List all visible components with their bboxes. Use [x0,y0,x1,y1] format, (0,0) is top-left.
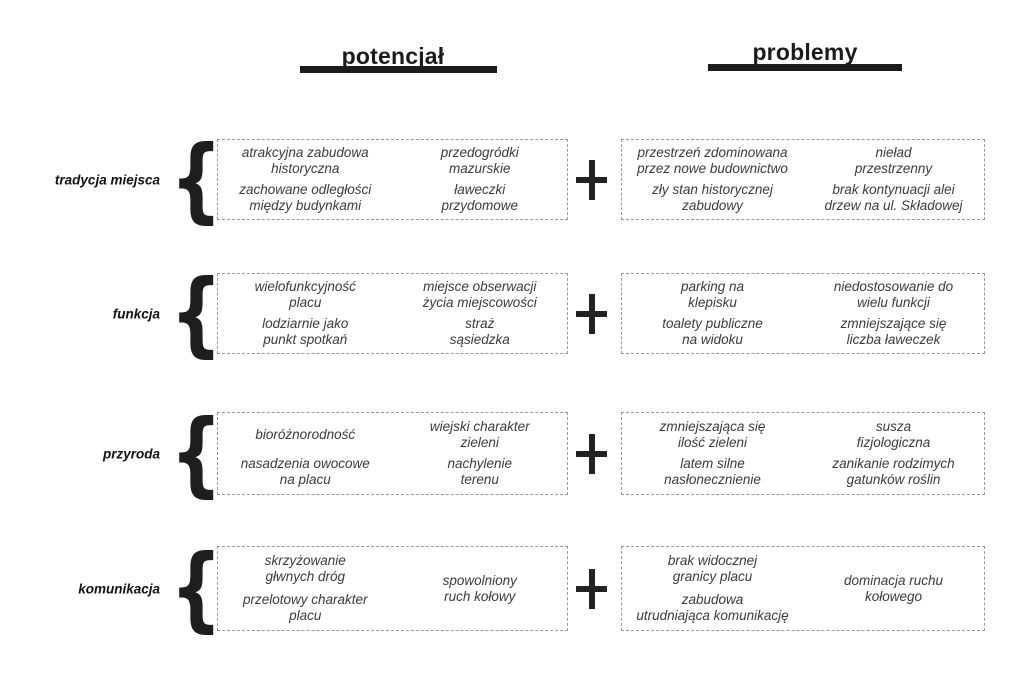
brace-icon: { [170,534,223,642]
problems-box: brak widocznej granicy placu zabudowa ut… [621,546,985,631]
problem-item: przestrzeń zdominowana przez nowe budown… [637,145,788,177]
plus-icon [576,433,607,474]
potential-item: zachowane odległości między budynkami [239,181,372,213]
problem-item: brak widocznej granicy placu [667,553,758,585]
plus-icon [576,568,607,609]
box-column-left: skrzyżowanie głwnych dróg przelotowy cha… [218,547,393,630]
box-column-left: brak widocznej granicy placu zabudowa ut… [622,547,803,630]
brace-icon: { [170,259,223,367]
potential-item: atrakcyjna zabudowa historyczna [241,145,369,177]
potential-box: bioróżnorodność nasadzenia owocowe na pl… [217,412,568,495]
potential-item: nasadzenia owocowe na placu [240,456,370,488]
brace-icon: { [170,125,223,233]
problem-item: zmniejszająca się ilość zieleni [659,418,766,450]
problem-item: zanikanie rodzimych gatunków roślin [832,456,955,488]
row-label: komunikacja [78,581,160,596]
problem-item: brak kontynuacji alei drzew na ul. Skład… [824,181,963,213]
problem-item: nieład przestrzenny [854,145,933,177]
row-komunikacja: komunikacja { skrzyżowanie głwnych dróg … [0,542,1023,634]
row-label: funkcja [112,306,160,321]
potential-column-title: potencjał [341,43,445,69]
box-column-right: dominacja ruchu kołowego [803,547,984,630]
problem-item: parking na klepisku [680,279,745,311]
box-column-right: miejsce obserwacji życia miejscowości st… [393,274,568,353]
box-column-left: parking na klepisku toalety publiczne na… [622,274,803,353]
potential-item: skrzyżowanie głwnych dróg [264,553,346,585]
potential-item: lodziarnie jako punkt spotkań [262,315,349,347]
problem-item: susza fizjologiczna [856,418,931,450]
row-tradycja-miejsca: tradycja miejsca { atrakcyjna zabudowa h… [0,133,1023,225]
box-column-left: zmniejszająca się ilość zieleni latem si… [622,413,803,494]
problem-item: latem silne nasłonecznienie [664,456,761,488]
problems-box: zmniejszająca się ilość zieleni latem si… [621,412,985,495]
box-column-right: niedostosowanie do wielu funkcji zmniejs… [803,274,984,353]
problems-column-title: problemy [752,39,858,65]
potential-box: wielofunkcyjność placu lodziarnie jako p… [217,273,568,354]
box-column-left: bioróżnorodność nasadzenia owocowe na pl… [218,413,393,494]
box-column-right: przedogródki mazurskie ławeczki przydomo… [393,140,568,219]
row-funkcja: funkcja { wielofunkcyjność placu lodziar… [0,267,1023,359]
problem-item: niedostosowanie do wielu funkcji [833,279,954,311]
potential-item: nachylenie terenu [447,456,513,488]
row-label: przyroda [102,446,160,461]
potential-item: przedogródki mazurskie [440,145,519,177]
problems-box: parking na klepisku toalety publiczne na… [621,273,985,354]
potential-item: wiejski charakter zieleni [429,418,530,450]
problem-item: zły stan historycznej zabudowy [652,181,773,213]
row-przyroda: przyroda { bioróżnorodność nasadzenia ow… [0,407,1023,499]
problem-item: zmniejszające się liczba ławeczek [840,315,947,347]
box-column-right: spowolniony ruch kołowy [393,547,568,630]
potential-item: miejsce obserwacji życia miejscowości [422,279,537,311]
potential-item: bioróżnorodność [255,426,356,442]
problem-item: dominacja ruchu kołowego [843,572,944,604]
potential-title-underline [300,66,497,73]
potential-item: ławeczki przydomowe [441,181,519,213]
problems-box: przestrzeń zdominowana przez nowe budown… [621,139,985,220]
box-column-left: przestrzeń zdominowana przez nowe budown… [622,140,803,219]
box-column-right: nieład przestrzenny brak kontynuacji ale… [803,140,984,219]
plus-icon [576,159,607,200]
box-column-right: susza fizjologiczna zanikanie rodzimych … [803,413,984,494]
potential-item: przelotowy charakter placu [242,591,368,623]
potential-item: spowolniony ruch kołowy [442,572,517,604]
plus-icon [576,293,607,334]
box-column-right: wiejski charakter zieleni nachylenie ter… [393,413,568,494]
box-column-left: wielofunkcyjność placu lodziarnie jako p… [218,274,393,353]
problem-item: zabudowa utrudniająca komunikację [636,591,789,623]
problem-item: toalety publiczne na widoku [662,315,763,347]
potential-item: wielofunkcyjność placu [254,279,356,311]
potential-box: atrakcyjna zabudowa historyczna zachowan… [217,139,568,220]
potential-item: straż sąsiedzka [449,315,510,347]
problems-title-underline [708,64,902,71]
box-column-left: atrakcyjna zabudowa historyczna zachowan… [218,140,393,219]
row-label: tradycja miejsca [54,172,160,187]
potential-box: skrzyżowanie głwnych dróg przelotowy cha… [217,546,568,631]
brace-icon: { [170,399,223,507]
